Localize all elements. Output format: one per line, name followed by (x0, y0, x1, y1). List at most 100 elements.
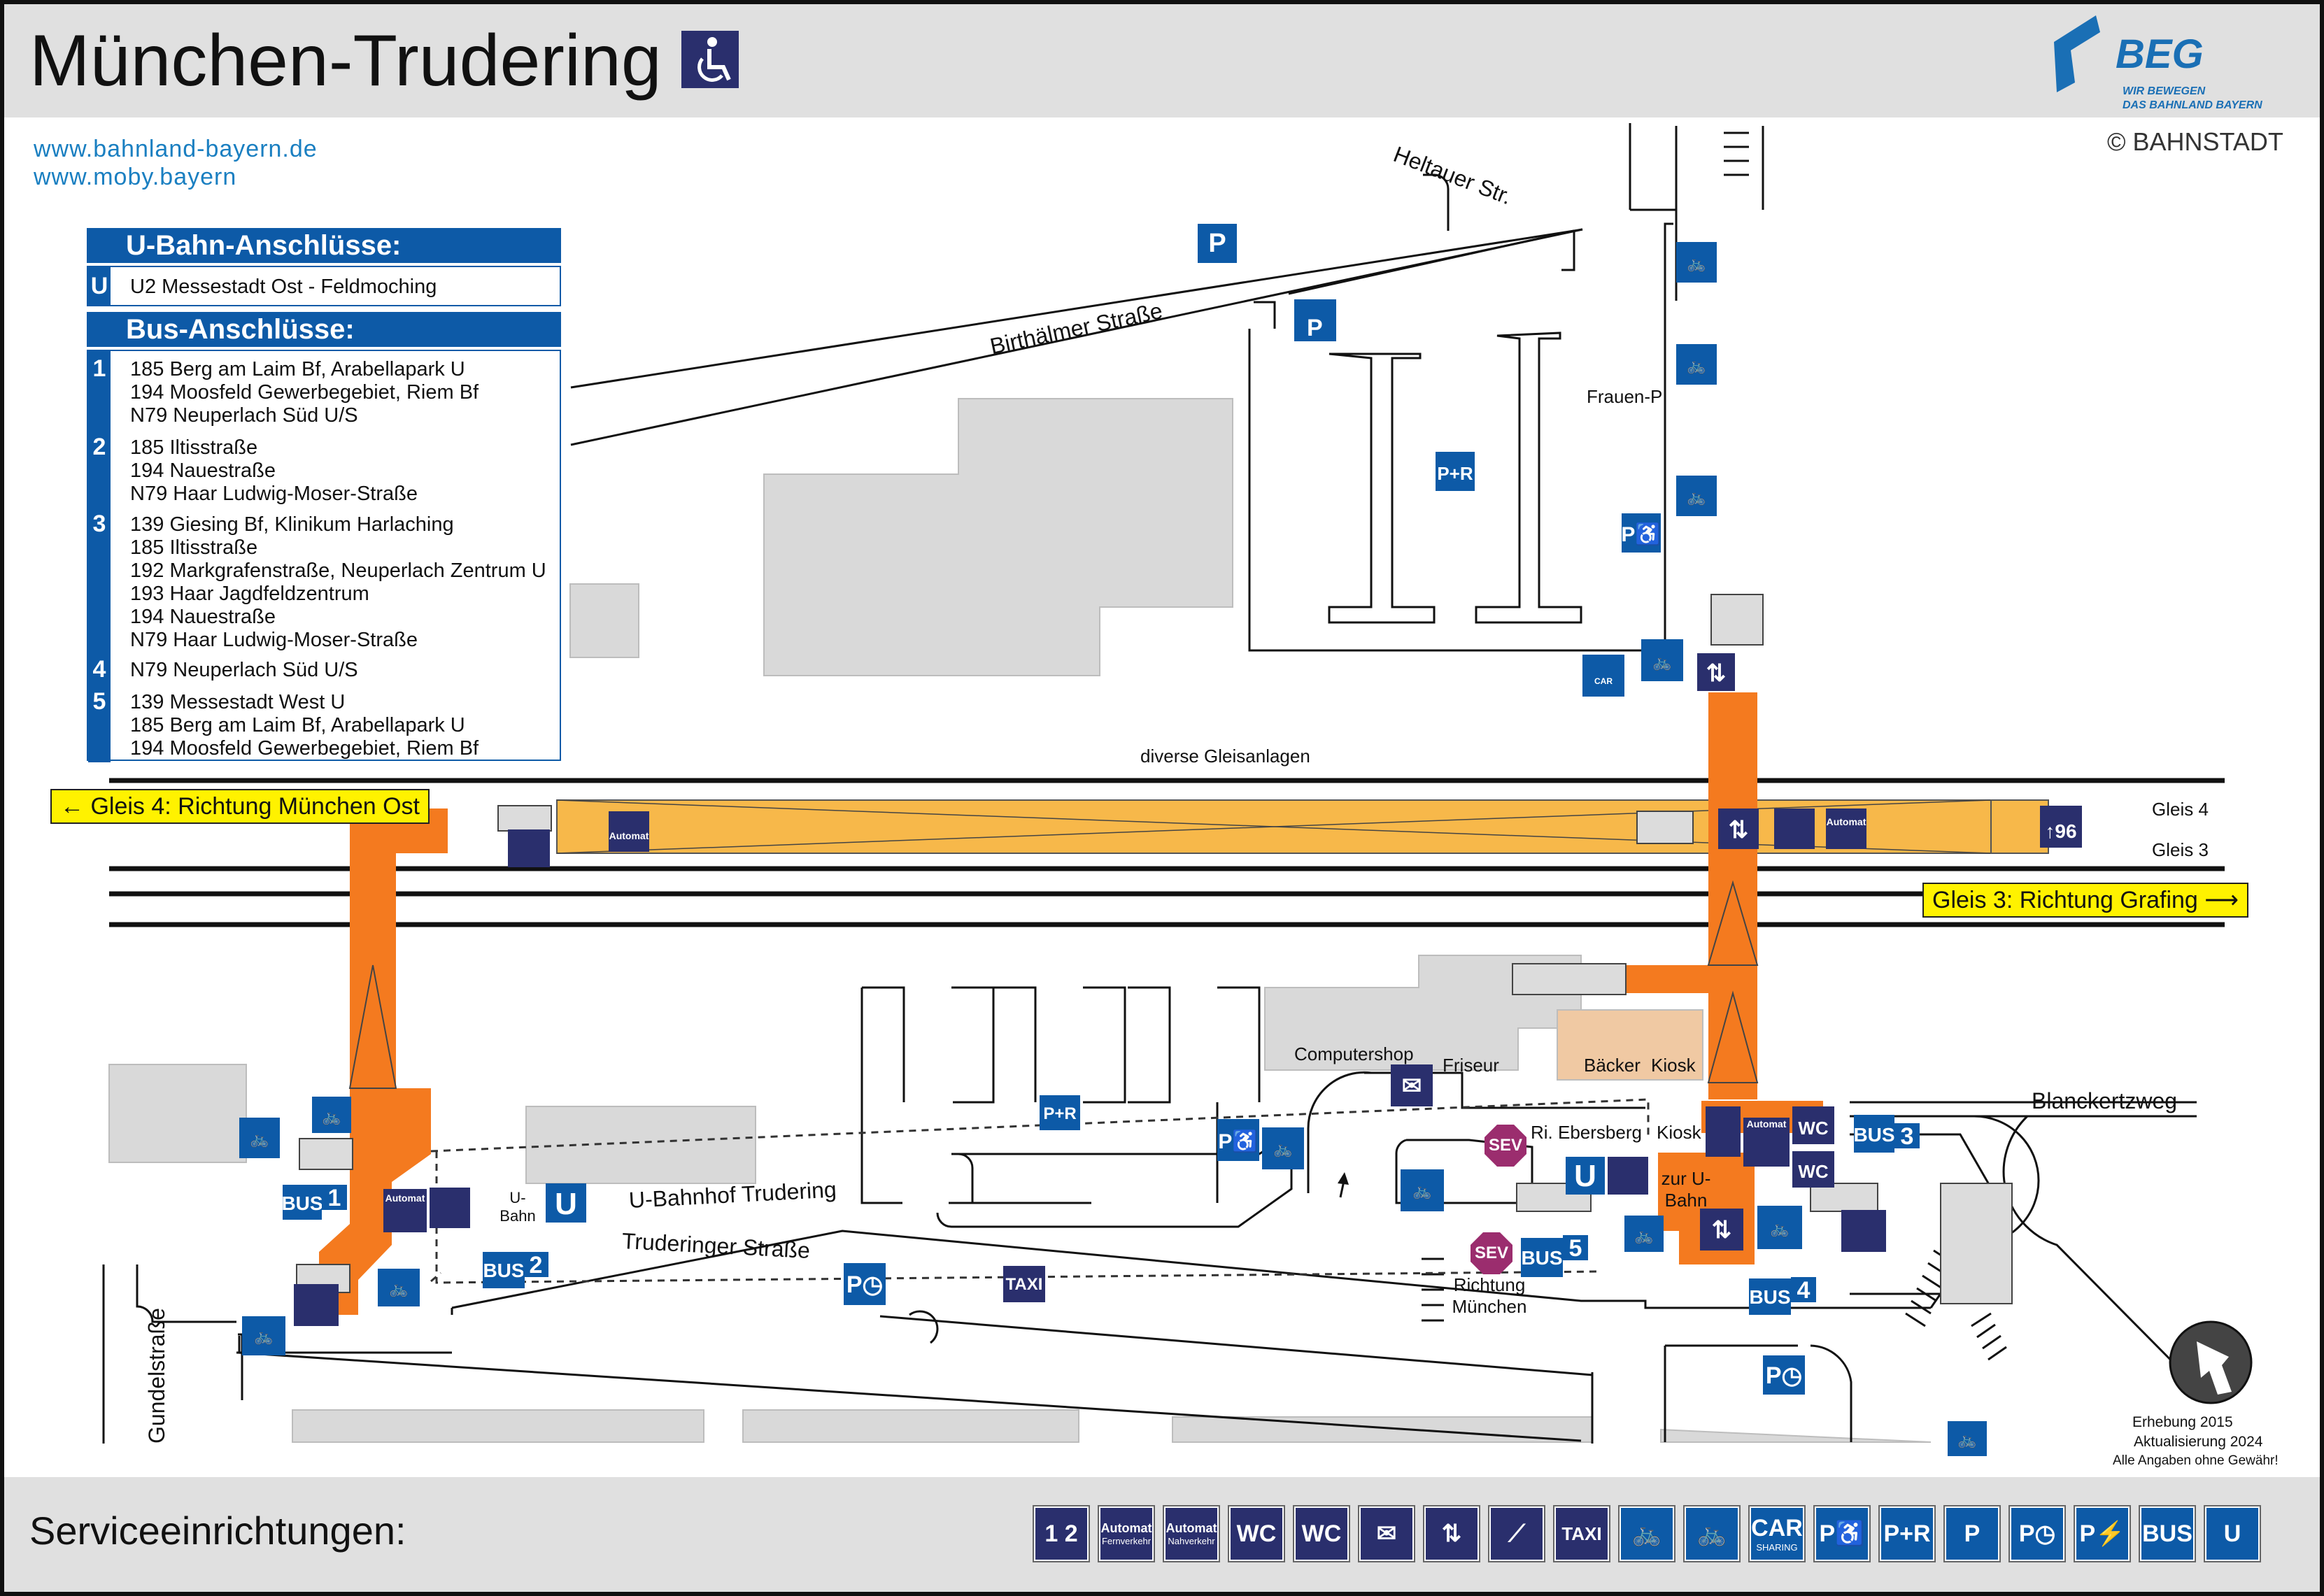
bicycle-icon-4 (1641, 639, 1683, 681)
svg-text:🚲: 🚲 (254, 1327, 273, 1345)
svg-text:U: U (1574, 1159, 1596, 1193)
bus-line: 194 Moosfeld Gewerbegebiet, Riem Bf (130, 737, 479, 760)
parking-label: P (1964, 1520, 1981, 1547)
building-north (763, 398, 1233, 676)
svg-text:4: 4 (1797, 1277, 1811, 1304)
gleis4-direction-text: Gleis 4: Richtung München Ost (90, 793, 420, 820)
ev-charging-parking-icon: P⚡ (2074, 1505, 2131, 1562)
bus-icon-3 (1854, 1115, 1894, 1153)
beg-logo-icon (2054, 15, 2100, 92)
misc-tracks-label: diverse Gleisanlagen (1140, 746, 1310, 767)
bus-icon-1 (283, 1185, 322, 1220)
ubahn-line: U2 Messestadt Ost - Feldmoching (130, 276, 437, 298)
disabled-parking-label: P♿ (1819, 1520, 1865, 1547)
svg-text:BUS: BUS (1521, 1247, 1562, 1269)
automat-icon-platform (1826, 808, 1866, 849)
baecker-label: Bäcker (1584, 1055, 1641, 1076)
svg-text:🚲: 🚲 (389, 1280, 408, 1297)
ubahn-icon-east (1566, 1157, 1605, 1195)
svg-text:BUS: BUS (281, 1192, 323, 1214)
crosswalk-marks (1422, 131, 2007, 1361)
elevator-label: ⇅ (1441, 1520, 1462, 1547)
bicycle-icon-13 (242, 1316, 285, 1355)
bicycle-icon-12 (378, 1269, 420, 1306)
car-sharing-label: CAR (1751, 1515, 1803, 1541)
update-note: Aktualisierung 2024 (2134, 1434, 2263, 1450)
building-south-4 (1660, 1428, 1932, 1443)
bus-line: 193 Haar Jagdfeldzentrum (130, 583, 369, 605)
bicycle-icon-10 (312, 1097, 351, 1133)
bus-group-1-num: 1 (92, 355, 106, 382)
beg-logo-subline-1: WIR BEWEGEN (2123, 85, 2206, 97)
svg-text:🚲: 🚲 (1687, 357, 1706, 374)
accessible-wc-label: WC (1236, 1520, 1277, 1547)
wc-label: WC (1301, 1520, 1342, 1547)
svg-text:🚲: 🚲 (1652, 653, 1671, 671)
bicycle-parking-label: 🚲 (1696, 1520, 1727, 1547)
taxi-label: TAXI (1561, 1523, 1602, 1544)
wc-icon: WC (1293, 1505, 1350, 1562)
svg-text:Automat: Automat (1747, 1118, 1787, 1130)
bus-icon-2 (483, 1252, 525, 1288)
bus-icon-4 (1749, 1278, 1791, 1315)
car-sharing-icon (1582, 655, 1624, 697)
escalator-icon-sw (430, 1188, 470, 1228)
mailbox-icon-south (1391, 1064, 1433, 1106)
bus-line: 185 Iltisstraße (130, 436, 258, 459)
bicycle-icon-5 (1262, 1127, 1304, 1169)
frauen-parking-label: Frauen-P (1587, 386, 1663, 407)
street-blanckertz: Blanckertzweg (2032, 1088, 2178, 1113)
bus-line: N79 Neuperlach Süd U/S (130, 404, 358, 427)
bus-legend-title: Bus-Anschlüsse: (87, 312, 561, 347)
kiosk-label: Kiosk (1651, 1055, 1696, 1076)
escalator-icon-east (1608, 1157, 1648, 1195)
copyright: © BAHNSTADT (2107, 127, 2283, 156)
automat-icon-west (609, 811, 649, 852)
automat-nahverkehr-sublabel: Nahverkehr (1168, 1536, 1215, 1546)
building-middle (525, 1106, 756, 1184)
link-moby[interactable]: www.moby.bayern (34, 164, 237, 190)
bicycle-parking-covered-icon: 🚲 (1618, 1505, 1675, 1562)
ubahn-label: U (2223, 1520, 2241, 1547)
bus-line: N79 Neuperlach Süd U/S (130, 659, 358, 681)
bus-label: BUS (2142, 1520, 2192, 1547)
ubahn-icon: U (2204, 1505, 2261, 1562)
sev-icon-ebersberg: SEV (1485, 1125, 1526, 1167)
kiosk-east-label: Kiosk (1657, 1122, 1701, 1143)
friseur-label: Friseur (1443, 1055, 1499, 1076)
svg-text:5: 5 (1569, 1235, 1582, 1262)
building-south-2 (742, 1409, 1079, 1443)
bus-line: N79 Haar Ludwig-Moser-Straße (130, 629, 418, 651)
street-outlines (102, 123, 2198, 1444)
bus-line: 185 Berg am Laim Bf, Arabellapark U (130, 358, 465, 380)
escalator-icon-west (508, 829, 550, 867)
disabled-parking-icon-north (1622, 513, 1661, 553)
svg-text:2: 2 (530, 1252, 543, 1278)
building-sw (108, 1064, 247, 1163)
ticket-machine-label: 1 2 (1044, 1520, 1078, 1547)
bus-line: 139 Giesing Bf, Klinikum Harlaching (130, 513, 454, 536)
automat-icon-sw (383, 1189, 427, 1232)
bus-icon-5 (1521, 1238, 1563, 1277)
gleis3-direction-sign: Gleis 3: Richtung Grafing ⟶ (1922, 883, 2249, 918)
platform (556, 799, 2049, 854)
link-bahnland[interactable]: www.bahnland-bayern.de (34, 136, 318, 162)
svg-text:🚲: 🚲 (1634, 1227, 1653, 1244)
gleis4-direction-sign: ← Gleis 4: Richtung München Ost (50, 789, 430, 824)
svg-text:Automat: Automat (1827, 816, 1866, 827)
buildings (108, 398, 1932, 1443)
bicycle-icon-7 (1624, 1216, 1664, 1252)
bus-group-5-num: 5 (92, 688, 106, 715)
disabled-parking-icon: P♿ (1813, 1505, 1871, 1562)
bicycle-icon-11 (239, 1118, 280, 1158)
bus-legend-stripe (88, 351, 111, 762)
svg-text:Automat: Automat (609, 830, 649, 841)
park-and-ride-icon: P+R (1878, 1505, 1936, 1562)
street-gundel: Gundelstraße (144, 1308, 169, 1444)
park-and-ride-icon-south (1040, 1095, 1080, 1130)
walkway-centerlines (348, 880, 1759, 1089)
zur-ubahn-label: zur U-Bahn (1661, 1168, 1711, 1211)
svg-text:✉: ✉ (1402, 1073, 1422, 1099)
svg-text:↑96: ↑96 (2045, 820, 2076, 842)
